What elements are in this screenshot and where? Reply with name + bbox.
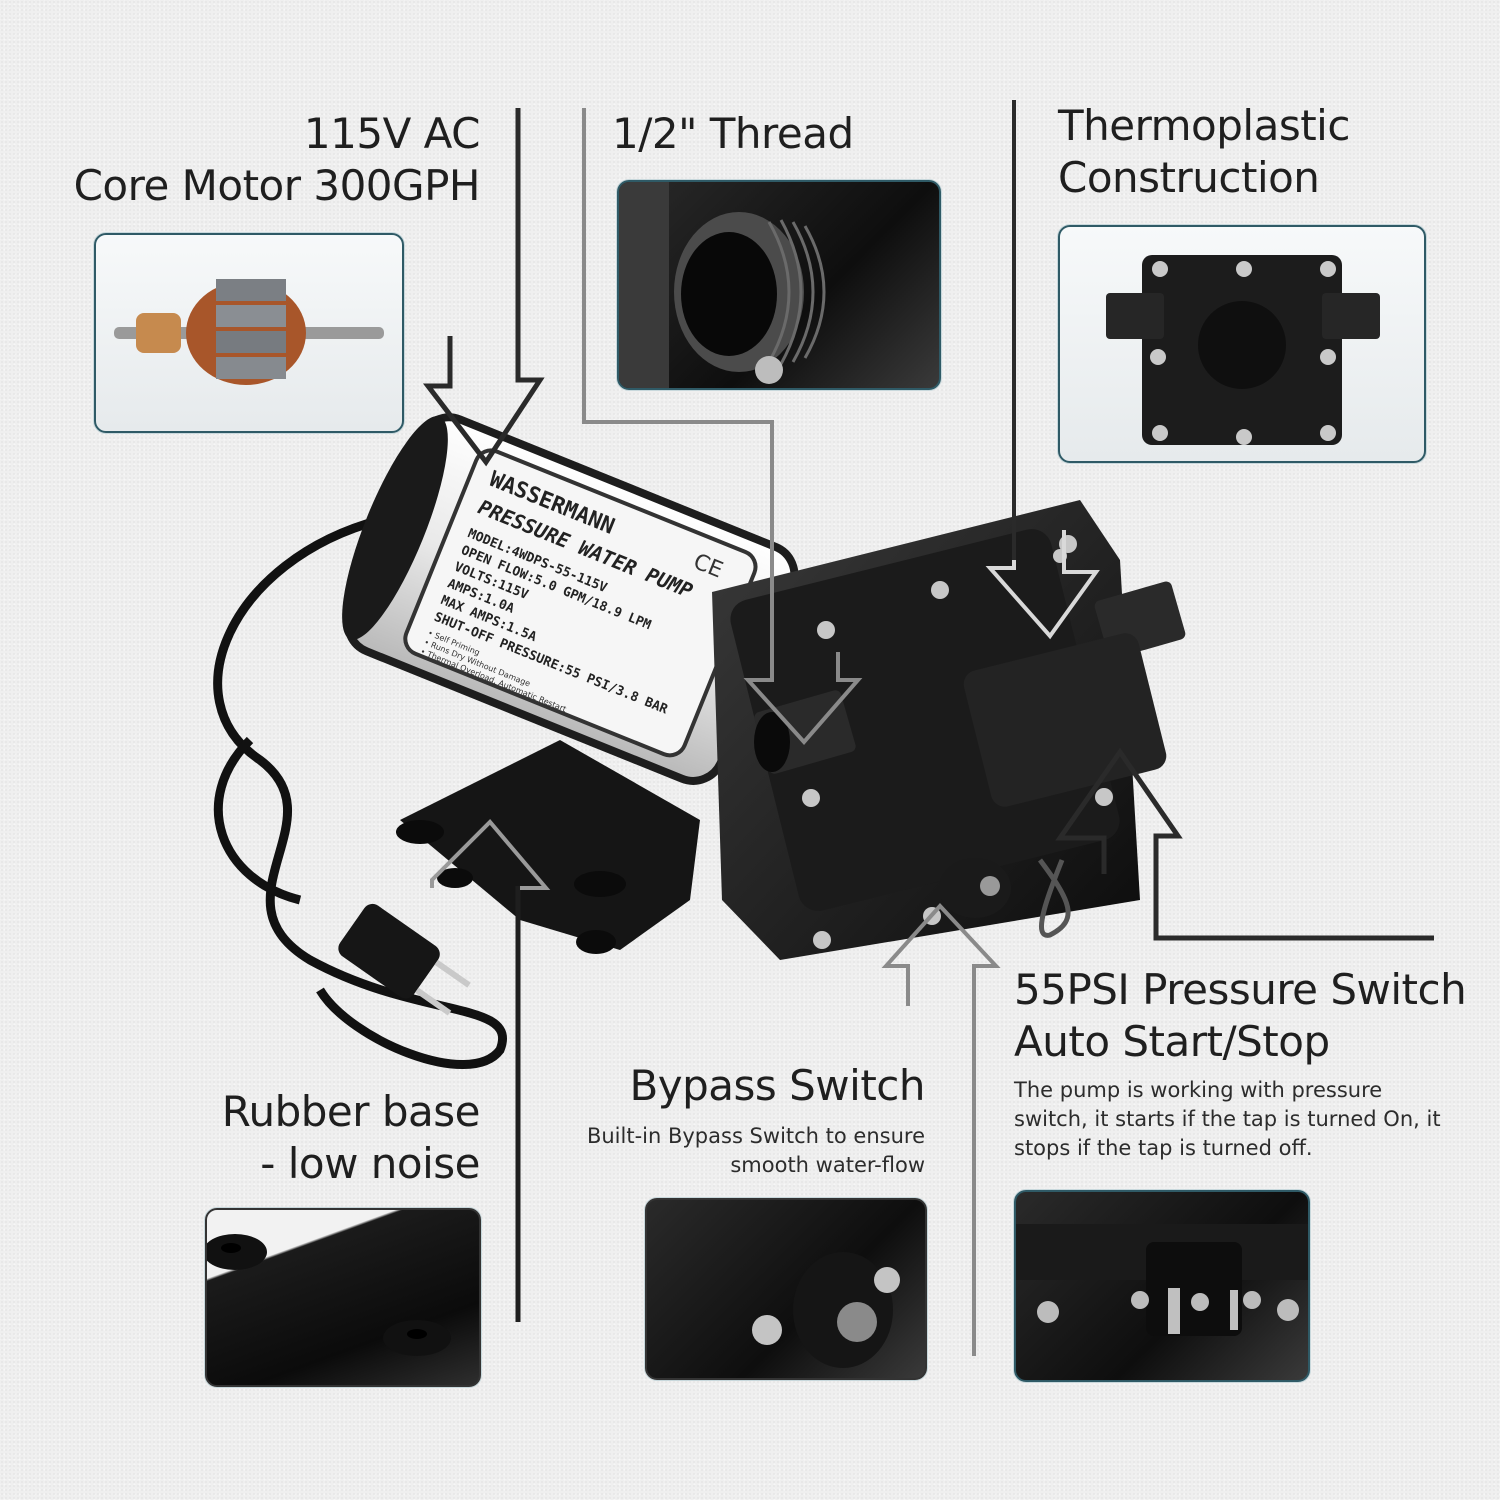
spec-shutoff-pressure: SHUT-OFF PRESSURE:55 PSI/3.8 BAR [432,610,670,718]
bypass-desc-line1: Built-in Bypass Switch to ensure [586,1124,925,1148]
pressure-switch-inset [1014,1190,1310,1382]
construction-title-line1: Thermoplastic [1058,101,1350,150]
pump-head-icon [1106,255,1380,445]
bypass-valve-icon [752,1252,900,1368]
pressure-switch-desc: The pump is working with pressure switch… [1014,1076,1494,1163]
bypass-desc: Built-in Bypass Switch to ensure smooth … [560,1122,925,1180]
pressure-switch-title-line1: 55PSI Pressure Switch [1014,965,1467,1014]
bypass-inset [645,1198,927,1380]
pressure-switch-icon [1016,1224,1308,1336]
feature-self-priming: • Self Priming [427,628,482,657]
motor-title: 115V AC Core Motor 300GPH [60,108,481,212]
product-name: PRESSURE WATER PUMP [475,495,696,603]
feature-runs-dry: • Runs Dry Without Damage [423,638,532,689]
bypass-desc-line2: smooth water-flow [730,1153,925,1177]
pressure-switch-desc-line3: stops if the tap is turned off. [1014,1136,1313,1160]
spec-model: MODEL:4WDPS-55-115V [466,526,610,596]
pressure-switch-callout: 55PSI Pressure Switch Auto Start/Stop Th… [1014,964,1494,1163]
thread-fitting-icon [619,182,826,388]
rubber-foot-icon [207,1234,451,1356]
rubber-base-inset [205,1208,481,1387]
pressure-switch-desc-line2: switch, it starts if the tap is turned O… [1014,1107,1441,1131]
spec-open-flow: OPEN FLOW:5.0 GPM/18.9 LPM [459,543,653,633]
rubber-base-title: Rubber base - low noise [180,1086,481,1190]
spec-volts: VOLTS:115V [452,560,530,603]
pressure-switch-desc-line1: The pump is working with pressure [1014,1078,1383,1102]
construction-inset [1058,225,1426,463]
construction-title-line2: Construction [1058,153,1320,202]
rubber-base-title-line1: Rubber base [221,1087,481,1136]
construction-title: Thermoplastic Construction [1058,100,1350,204]
spec-max-amps: MAX AMPS:1.5A [439,593,539,645]
pressure-switch-arrow-icon [1055,747,1434,941]
pump-head [712,500,1140,960]
motor-title-line1: 115V AC [303,109,481,158]
spec-amps: AMPS:1.0A [445,576,516,616]
power-cord [213,515,507,1070]
pressure-switch-title-line2: Auto Start/Stop [1014,1017,1330,1066]
rubber-base-title-line2: - low noise [260,1139,480,1188]
bypass-callout: Bypass Switch Built-in Bypass Switch to … [560,1060,926,1180]
bypass-title: Bypass Switch [629,1061,925,1110]
feature-thermal-overload: • Thermal Overload, Automatic Restart [419,647,567,714]
brand-logo: WASSERMANN [486,467,618,540]
thread-inset [617,180,941,390]
pressure-switch-title: 55PSI Pressure Switch Auto Start/Stop [1014,964,1494,1068]
base-plate [400,740,700,950]
plug-icon [338,903,471,1016]
armature-icon [114,279,384,385]
motor-armature-inset [94,233,404,433]
ce-mark: CE [690,549,726,583]
motor-title-line2: Core Motor 300GPH [73,161,481,210]
thread-title: 1/2" Thread [612,109,854,158]
